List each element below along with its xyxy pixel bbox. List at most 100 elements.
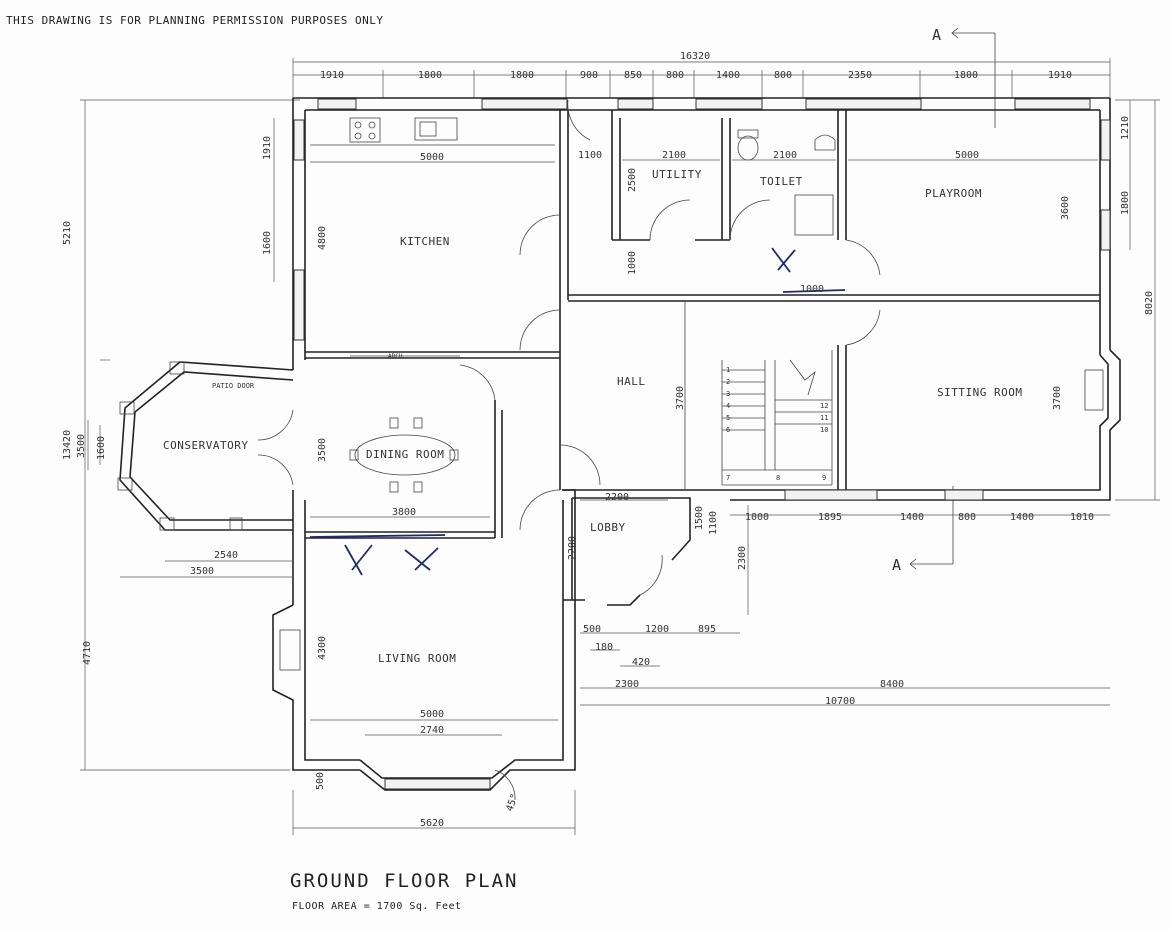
- dim-left-1910: 1910: [262, 136, 273, 160]
- stair-step-8: 8: [776, 474, 780, 482]
- dim-cons-1600: 1600: [96, 436, 107, 460]
- dim-landing-1000: 1000: [800, 284, 824, 295]
- dim-rear-3: 1400: [900, 512, 924, 523]
- dim-porch-180: 180: [595, 642, 613, 653]
- dim-porch-1200: 1200: [645, 624, 669, 635]
- room-conservatory-label: CONSERVATORY: [163, 439, 248, 452]
- dim-top-2: 1800: [418, 70, 442, 81]
- dim-cons-2540: 2540: [214, 550, 238, 561]
- room-sitting-room-label: SITTING ROOM: [937, 386, 1022, 399]
- room-dining-room-label: DINING ROOM: [366, 448, 444, 461]
- dim-top-11: 1910: [1048, 70, 1072, 81]
- dim-hall-1100: 1100: [578, 150, 602, 161]
- dim-top-4: 900: [580, 70, 598, 81]
- left-dimensions: 5210 13420 4710 1910 1600 3500 1600: [62, 99, 300, 771]
- conservatory-outline: [117, 361, 294, 531]
- windows: [293, 98, 1111, 790]
- dim-playroom-width: 5000: [955, 150, 979, 161]
- arch-label: ARCH: [388, 353, 403, 360]
- dim-rear-2: 1895: [818, 512, 842, 523]
- dim-bottom-2300: 2300: [615, 679, 639, 690]
- stair-step-10: 10: [820, 426, 828, 434]
- fixtures: [310, 117, 836, 493]
- dim-kitchen-height: 4800: [317, 226, 328, 250]
- room-toilet-label: TOILET: [760, 175, 803, 188]
- dim-rear-5: 1400: [1010, 512, 1034, 523]
- dim-porch-500: 500: [583, 624, 601, 635]
- dim-lobby-1100: 1100: [708, 511, 719, 535]
- outer-walls: [272, 97, 1121, 791]
- staircase: 1 2 3 4 5 6 7 8 9 12 11 10: [722, 359, 832, 486]
- floor-area-text: FLOOR AREA = 1700 Sq. Feet: [292, 901, 462, 912]
- dim-kitchen-width: 5000: [420, 152, 444, 163]
- dim-hall-door-1000: 1000: [627, 251, 638, 275]
- dim-right-1800: 1800: [1120, 191, 1131, 215]
- dim-porch-895: 895: [698, 624, 716, 635]
- dim-bay-500: 500: [315, 772, 326, 790]
- plan-title: GROUND FLOOR PLAN: [290, 870, 519, 892]
- dim-sitting-height: 3700: [1052, 386, 1063, 410]
- dim-lobby-width: 2200: [605, 492, 629, 503]
- dim-dining-height: 3500: [317, 438, 328, 462]
- dim-top-5: 850: [624, 70, 642, 81]
- stair-step-7: 7: [726, 474, 730, 482]
- top-dimension-chain: 16320 1910 1800 1800 900 850 800 1400 80…: [292, 51, 1111, 98]
- dim-top-3: 1800: [510, 70, 534, 81]
- section-a-bottom-label: A: [892, 556, 901, 574]
- room-living-room-label: LIVING ROOM: [378, 652, 456, 665]
- dim-left-13420: 13420: [62, 430, 73, 460]
- room-utility-label: UTILITY: [652, 168, 702, 181]
- bottom-dimensions: 500 1200 895 180 420 2300 8400 10700 254…: [120, 550, 1110, 835]
- internal-walls: [305, 110, 1100, 606]
- dim-utility-height: 2500: [627, 168, 638, 192]
- dim-bay-width: 2740: [420, 725, 444, 736]
- stair-step-4: 4: [726, 402, 730, 410]
- section-a-top-label: A: [932, 26, 941, 44]
- room-labels: KITCHEN UTILITY TOILET PLAYROOM HALL SIT…: [163, 168, 1022, 665]
- dim-dining-width: 3800: [392, 507, 416, 518]
- disclaimer-text: THIS DRAWING IS FOR PLANNING PERMISSION …: [6, 14, 384, 27]
- room-hall-label: HALL: [617, 375, 646, 388]
- dim-living-width: 5000: [420, 709, 444, 720]
- stair-step-11: 11: [820, 414, 828, 422]
- dim-porch-420: 420: [632, 657, 650, 668]
- right-dimensions: 1210 1800 8020: [1115, 99, 1160, 501]
- interior-dimensions: 5000 2100 2100 5000 1100 2500 1000 1000 …: [310, 150, 1098, 813]
- dim-top-1: 1910: [320, 70, 344, 81]
- dim-lobby-2300: 2300: [737, 546, 748, 570]
- patio-door-label: PATIO DOOR: [212, 382, 255, 390]
- dim-top-9: 2350: [848, 70, 872, 81]
- room-kitchen-label: KITCHEN: [400, 235, 450, 248]
- dim-bay-angle: 45°: [504, 792, 521, 813]
- dim-left-5210: 5210: [62, 221, 73, 245]
- dim-left-4710: 4710: [82, 641, 93, 665]
- dim-cons-3500: 3500: [76, 434, 87, 458]
- dim-lobby-height: 2200: [567, 536, 578, 560]
- dim-hall-height: 3700: [675, 386, 686, 410]
- doors: [257, 99, 881, 801]
- dim-rear-4: 800: [958, 512, 976, 523]
- dim-total-5620: 5620: [420, 818, 444, 829]
- stair-step-3: 3: [726, 390, 730, 398]
- dim-overall-width: 16320: [680, 51, 710, 62]
- dim-playroom-height: 3600: [1060, 196, 1071, 220]
- stair-step-1: 1: [726, 366, 730, 374]
- dim-cons-3500b: 3500: [190, 566, 214, 577]
- stair-step-5: 5: [726, 414, 730, 422]
- dim-bottom-8400: 8400: [880, 679, 904, 690]
- room-lobby-label: LOBBY: [590, 521, 626, 534]
- dim-rear-6: 1010: [1070, 512, 1094, 523]
- dim-toilet-width: 2100: [773, 150, 797, 161]
- dim-left-1600: 1600: [262, 231, 273, 255]
- stair-step-6: 6: [726, 426, 730, 434]
- dim-living-height: 4300: [317, 636, 328, 660]
- rear-dimension-chain: 1000 1895 1400 800 1400 1010: [730, 512, 1110, 523]
- dim-right-1210: 1210: [1120, 116, 1131, 140]
- stair-step-12: 12: [820, 402, 828, 410]
- dim-rear-1: 1000: [745, 512, 769, 523]
- hand-drawn-marks: [309, 247, 846, 576]
- stair-step-9: 9: [822, 474, 826, 482]
- stair-step-2: 2: [726, 378, 730, 386]
